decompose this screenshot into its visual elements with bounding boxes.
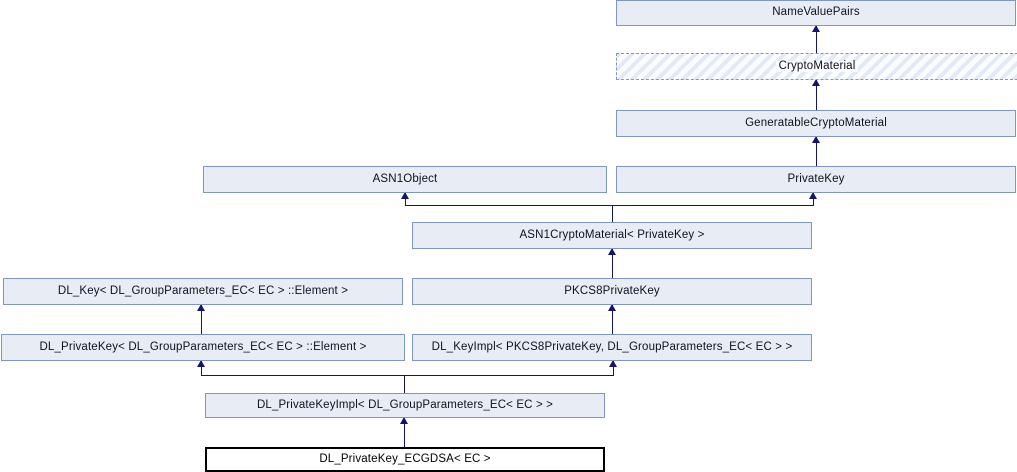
class-node-label: DL_PrivateKey_ECGDSA< EC > [319,452,491,465]
edge-asn1cryptomaterial-riser-left [405,193,406,206]
class-node-label: PrivateKey [787,172,845,185]
edge-asn1cryptomaterial-to-asn1object-arrowhead [401,192,409,199]
edge-asn1cryptomaterial-bus [405,205,814,206]
edge-privatekey-to-generatable-line [816,137,817,166]
edge-asn1cryptomaterial-to-privatekey-arrowhead [809,192,817,199]
edge-dlprivatekeyimpl-riser-right [613,361,614,376]
edge-asn1cryptomaterial-stem [612,205,613,222]
edge-dlkeyimpl-to-pkcs8-line [612,305,613,334]
class-node-private-key[interactable]: PrivateKey [616,166,1016,193]
class-node-crypto-material[interactable]: CryptoMaterial [616,53,1017,80]
edge-dlprivatekeyimpl-to-dlkeyimpl-arrowhead [609,360,617,367]
class-node-label: ASN1Object [372,172,438,185]
class-node-label: CryptoMaterial [775,60,859,73]
class-node-asn1object[interactable]: ASN1Object [203,166,607,193]
class-node-dl-private-key-ecgdsa[interactable]: DL_PrivateKey_ECGDSA< EC > [205,447,605,472]
class-node-name-value-pairs[interactable]: NameValuePairs [616,0,1016,26]
class-node-label: PKCS8PrivateKey [564,284,660,297]
edge-dlprivatekeyimpl-stem [404,375,405,394]
class-node-label: NameValuePairs [772,6,860,19]
class-node-dl-private-key-element[interactable]: DL_PrivateKey< DL_GroupParameters_EC< EC… [1,334,405,361]
edge-cryptomaterial-to-namevaluepairs-arrowhead [812,25,820,32]
edge-asn1cryptomaterial-riser-right [813,193,814,206]
class-node-pkcs8-private-key[interactable]: PKCS8PrivateKey [412,278,812,305]
class-node-generatable-crypto-material[interactable]: GeneratableCryptoMaterial [616,110,1016,137]
edge-dlprivatekeyimpl-bus [201,375,614,376]
edge-ecgdsa-to-dlprivatekeyimpl-arrowhead [400,417,408,424]
class-node-asn1crypto-material-privatekey[interactable]: ASN1CryptoMaterial< PrivateKey > [412,222,812,249]
edge-dlkeyimpl-to-pkcs8-arrowhead [608,304,616,311]
class-node-label: DL_PrivateKeyImpl< DL_GroupParameters_EC… [256,398,554,411]
class-node-dl-private-key-impl[interactable]: DL_PrivateKeyImpl< DL_GroupParameters_EC… [205,393,605,418]
edge-dlprivatekeyimpl-riser-left [201,361,202,376]
edge-ecgdsa-to-dlprivatekeyimpl-line [404,418,405,447]
class-node-label: DL_Key< DL_GroupParameters_EC< EC > ::El… [57,284,349,297]
class-node-label: DL_PrivateKey< DL_GroupParameters_EC< EC… [39,340,367,353]
class-node-label: ASN1CryptoMaterial< PrivateKey > [519,228,705,241]
edge-cryptomaterial-to-namevaluepairs-line [816,26,817,53]
edge-pkcs8-to-asn1cryptomaterial-arrowhead [608,248,616,255]
class-node-dl-key-impl[interactable]: DL_KeyImpl< PKCS8PrivateKey, DL_GroupPar… [412,334,812,361]
class-node-label: GeneratableCryptoMaterial [745,116,887,129]
edge-generatable-to-cryptomaterial-arrowhead [812,79,820,86]
edge-dlprivatekey-to-dlkey-arrowhead [197,304,205,311]
edge-dlprivatekey-to-dlkey-line [201,305,202,334]
edge-generatable-to-cryptomaterial-line [816,80,817,110]
edge-pkcs8-to-asn1cryptomaterial-line [612,249,613,278]
edge-dlprivatekeyimpl-to-dlprivatekey-arrowhead [197,360,205,367]
edge-privatekey-to-generatable-arrowhead [812,136,820,143]
class-node-dl-key-element[interactable]: DL_Key< DL_GroupParameters_EC< EC > ::El… [3,278,403,305]
class-node-label: DL_KeyImpl< PKCS8PrivateKey, DL_GroupPar… [431,340,793,353]
